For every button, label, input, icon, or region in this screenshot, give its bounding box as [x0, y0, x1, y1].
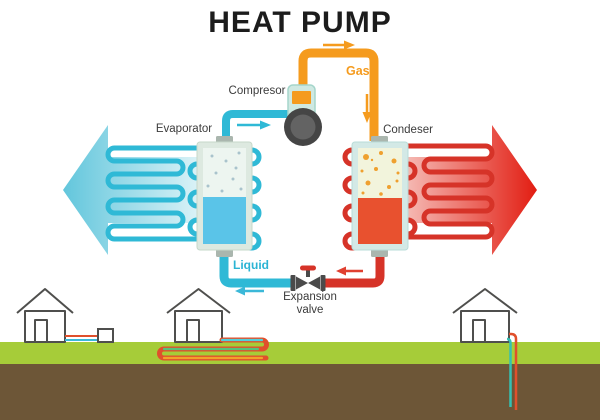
condenser-liquid	[358, 198, 402, 244]
grass-band	[0, 342, 600, 364]
horizontal-ground-loop	[157, 337, 269, 361]
liquid-label: Liquid	[233, 258, 269, 272]
soil-band	[0, 364, 600, 420]
house-icon-right	[452, 288, 518, 343]
page-title: HEAT PUMP	[208, 6, 392, 39]
cold-air-arrow-icon	[63, 125, 214, 255]
liquid-pipe-cold	[219, 252, 294, 288]
flow-arrow-suction-icon	[237, 120, 271, 130]
compressor-unit	[284, 84, 322, 146]
evaporator-coil	[105, 145, 262, 251]
evaporator-tank	[196, 136, 253, 257]
condenser-coil	[342, 143, 495, 251]
condenser-tank	[351, 136, 409, 257]
evaporator-label: Evaporator	[155, 123, 213, 135]
compressor-label: Compresor	[228, 85, 286, 97]
house-icon-left	[16, 288, 74, 343]
liquid-pipe-hot	[322, 252, 385, 288]
condenser-label: Condeser	[383, 124, 433, 136]
vertical-borehole-loop	[506, 332, 518, 410]
gas-label: Gas	[346, 64, 370, 78]
flow-arrow-hot-left-icon	[336, 266, 363, 276]
condenser-gas-dots	[360, 151, 400, 196]
expansion-valve-label: Expansion valve	[283, 291, 337, 317]
flow-arrow-gas-right-icon	[323, 40, 355, 50]
house-left-connection	[65, 328, 114, 343]
evaporator-liquid	[203, 197, 246, 244]
suction-pipe	[222, 110, 289, 142]
flow-arrow-gas-down-icon	[362, 94, 372, 123]
flow-arrow-cold-left-icon	[235, 286, 264, 296]
evaporator-vapor-dots	[206, 151, 243, 193]
expansion-valve-icon	[290, 265, 326, 291]
gas-discharge-pipe	[298, 48, 379, 141]
house-icon-middle	[166, 288, 231, 343]
